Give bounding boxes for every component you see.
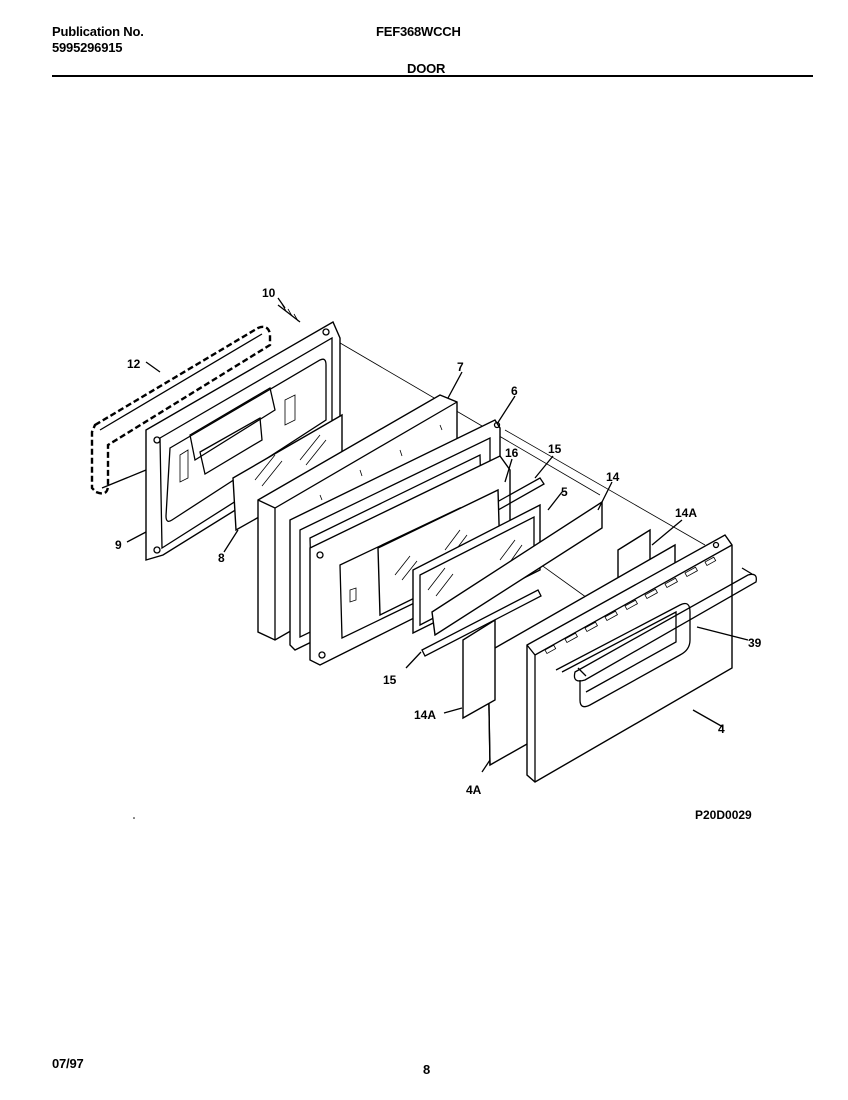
door-vent-slots (544, 556, 717, 655)
header-rule (52, 75, 813, 77)
callout-6: 6 (511, 384, 518, 398)
part-14a-bottom-pad (462, 618, 496, 720)
part-39-handle (573, 567, 757, 682)
callout-12: 12 (127, 357, 141, 371)
leader-lines (126, 297, 749, 773)
callout-15-top: 15 (548, 442, 562, 456)
part-4-outer-door (526, 534, 733, 783)
callout-7: 7 (457, 360, 464, 374)
figure-code: P20D0029 (695, 808, 752, 822)
callout-16: 16 (505, 446, 519, 460)
callout-4: 4 (718, 722, 725, 736)
callout-5: 5 (561, 485, 568, 499)
callout-15-bottom: 15 (383, 673, 397, 687)
callout-14: 14 (606, 470, 620, 484)
callout-9: 9 (115, 538, 122, 552)
part-14-insulation-sheet (431, 500, 603, 637)
part-10-screw (277, 303, 301, 323)
publication-number: 5995296915 (52, 40, 123, 55)
model-number: FEF368WCCH (376, 24, 461, 39)
page-number: 8 (423, 1062, 431, 1077)
publication-label: Publication No. (52, 24, 144, 39)
part-15-retainer-bottom (421, 589, 542, 657)
part-9-door-liner (145, 321, 341, 561)
callout-4a: 4A (466, 783, 482, 797)
callout-8: 8 (218, 551, 225, 565)
callout-39: 39 (748, 636, 762, 650)
footer-date: 07/97 (52, 1056, 84, 1071)
stray-dot (133, 817, 135, 819)
part-12-gasket (90, 325, 272, 495)
section-title: DOOR (407, 61, 446, 76)
callout-10: 10 (262, 286, 276, 300)
callout-14a-top: 14A (675, 506, 697, 520)
callout-14a-bottom: 14A (414, 708, 436, 722)
